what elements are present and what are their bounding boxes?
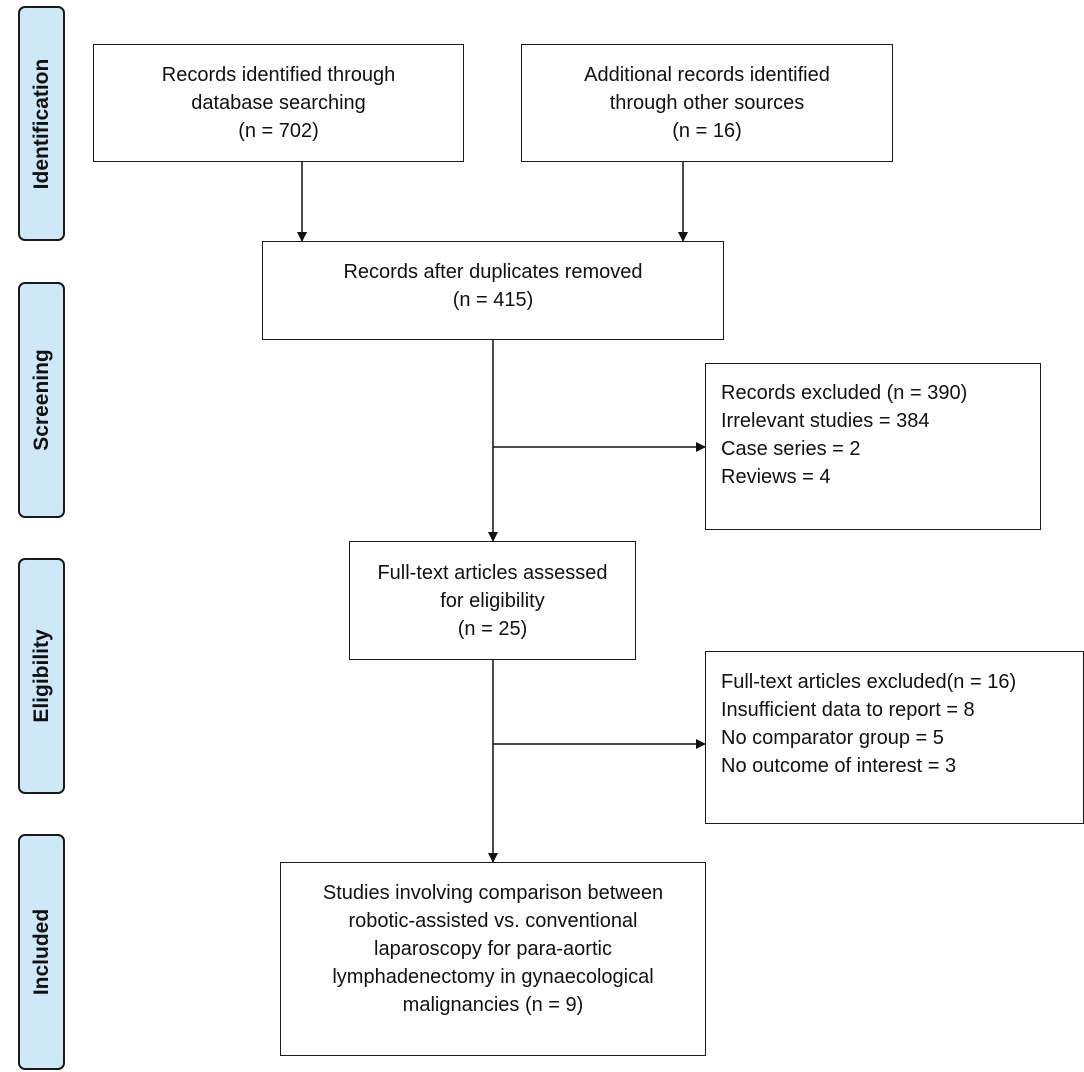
full-text-assessed-line-1: Full-text articles assessed: [377, 562, 608, 584]
full-text-excluded-box: Full-text articles excluded(n = 16) Insu…: [705, 651, 1084, 824]
other-sources-line-2: through other sources: [609, 92, 805, 114]
stage-included-label: Included: [29, 908, 53, 996]
full-text-excluded-line-2: Insufficient data to report = 8: [721, 699, 975, 721]
stage-eligibility-label: Eligibility: [29, 629, 53, 723]
other-sources-count: (n = 16): [672, 120, 742, 142]
stage-identification-label: Identification: [29, 58, 53, 189]
database-line-1: Records identified through: [161, 64, 396, 86]
included-studies-line-3: laparoscopy for para-aortic: [374, 938, 612, 960]
included-studies-line-5: malignancies (n = 9): [402, 994, 584, 1016]
included-studies-line-4: lymphadenectomy in gynaecological: [332, 966, 654, 988]
full-text-assessed-count: (n = 25): [457, 618, 528, 640]
records-excluded-line-4: Reviews = 4: [721, 466, 831, 488]
stage-eligibility: Eligibility: [18, 558, 65, 794]
after-duplicates-count: (n = 415): [452, 289, 534, 311]
other-sources-box: Additional records identified through ot…: [521, 44, 893, 162]
full-text-excluded-line-4: No outcome of interest = 3: [721, 755, 957, 777]
records-excluded-line-1: Records excluded (n = 390): [721, 382, 968, 404]
full-text-excluded-line-3: No comparator group = 5: [721, 727, 944, 749]
database-records-box: Records identified through database sear…: [93, 44, 464, 162]
stage-screening: Screening: [18, 282, 65, 518]
included-studies-box: Studies involving comparison between rob…: [280, 862, 706, 1056]
records-excluded-line-3: Case series = 2: [721, 438, 861, 460]
records-excluded-box: Records excluded (n = 390) Irrelevant st…: [705, 363, 1041, 530]
full-text-assessed-line-2: for eligibility: [440, 590, 545, 612]
database-count: (n = 702): [238, 120, 319, 142]
database-line-2: database searching: [191, 92, 366, 114]
after-duplicates-box: Records after duplicates removed (n = 41…: [262, 241, 724, 340]
stage-included: Included: [18, 834, 65, 1070]
stage-screening-label: Screening: [29, 349, 53, 451]
full-text-assessed-box: Full-text articles assessed for eligibil…: [349, 541, 636, 660]
full-text-excluded-line-1: Full-text articles excluded(n = 16): [721, 671, 1017, 693]
included-studies-line-2: robotic-assisted vs. conventional: [348, 910, 638, 932]
included-studies-line-1: Studies involving comparison between: [322, 882, 664, 904]
stage-identification: Identification: [18, 6, 65, 241]
records-excluded-line-2: Irrelevant studies = 384: [721, 410, 930, 432]
other-sources-line-1: Additional records identified: [584, 64, 830, 86]
after-duplicates-line-1: Records after duplicates removed: [343, 261, 643, 283]
